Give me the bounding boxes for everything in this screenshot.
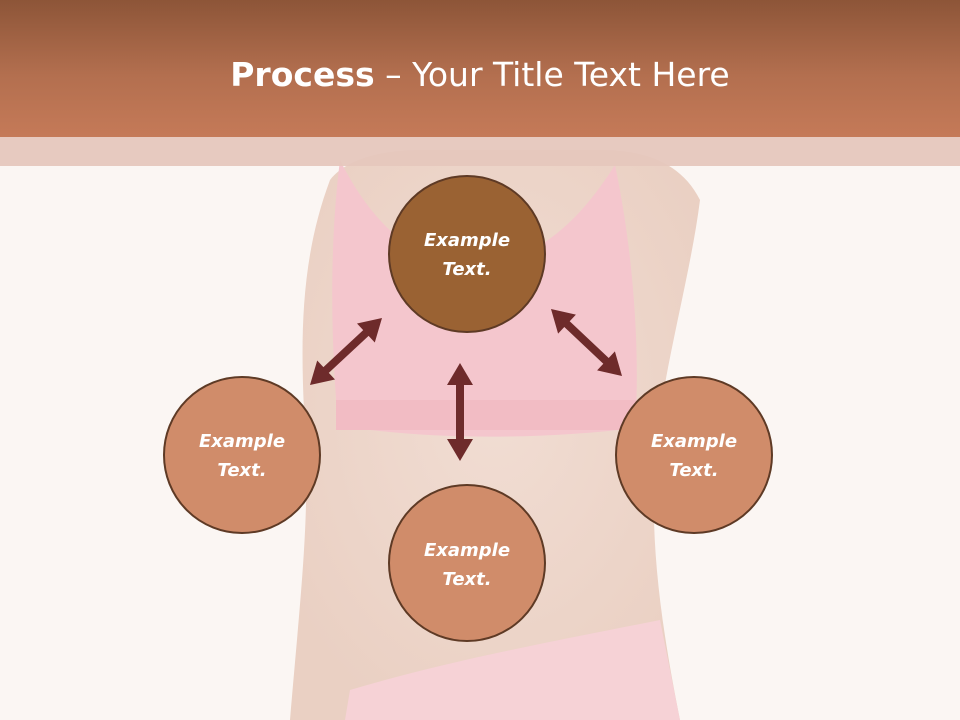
left-circle-label: Example Text. <box>167 427 317 485</box>
header-accent-band <box>0 137 960 166</box>
right-label-line2: Text. <box>669 460 719 481</box>
arrows-group <box>310 309 622 461</box>
center-circle <box>388 175 546 333</box>
bottom-circle <box>388 484 546 642</box>
center-circle-label: Example Text. <box>392 226 542 284</box>
page-title: Process – Your Title Text Here <box>0 50 960 100</box>
shorts <box>345 620 680 720</box>
title-rest: – Your Title Text Here <box>374 55 730 94</box>
left-circle <box>163 376 321 534</box>
center-label-line2: Text. <box>442 259 492 280</box>
bottom-circle-label: Example Text. <box>392 536 542 594</box>
right-circle <box>615 376 773 534</box>
arrow-center-bottom <box>447 363 473 461</box>
right-label-line1: Example <box>650 431 738 452</box>
left-label-line1: Example <box>198 431 286 452</box>
center-label-line1: Example <box>423 230 511 251</box>
title-bold: Process <box>230 55 375 94</box>
right-circle-label: Example Text. <box>619 427 769 485</box>
arrow-center-right <box>551 309 622 376</box>
bottom-label-line2: Text. <box>442 569 492 590</box>
header-bar <box>0 0 960 137</box>
bottom-label-line1: Example <box>423 540 511 561</box>
left-label-line2: Text. <box>217 460 267 481</box>
arrow-center-left <box>310 318 382 385</box>
